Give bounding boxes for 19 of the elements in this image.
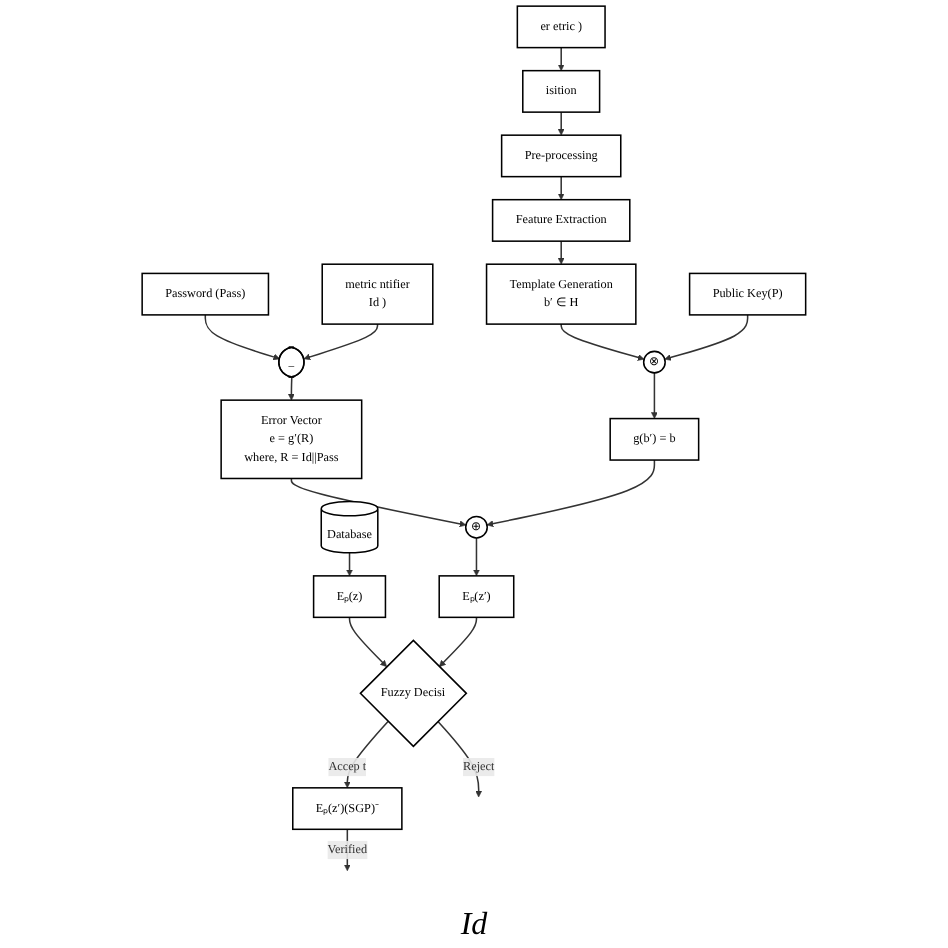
arrow: [288, 376, 295, 401]
arrow: [557, 240, 565, 265]
arrow: [560, 323, 645, 361]
arrow: [344, 720, 389, 789]
arrow: [486, 459, 656, 528]
floating-label: Id: [460, 908, 488, 942]
arrow: [437, 720, 483, 798]
arrow: [557, 175, 565, 200]
arrow: [473, 537, 480, 577]
arrow: [557, 46, 565, 71]
arrow: [664, 314, 749, 361]
arrow: [651, 372, 658, 419]
arrow: [346, 552, 353, 577]
arrow: [557, 111, 565, 136]
arrow: [344, 828, 351, 872]
arrow: [439, 616, 478, 667]
arrow: [348, 616, 388, 667]
arrow: [204, 314, 281, 361]
arrow: [303, 323, 379, 361]
